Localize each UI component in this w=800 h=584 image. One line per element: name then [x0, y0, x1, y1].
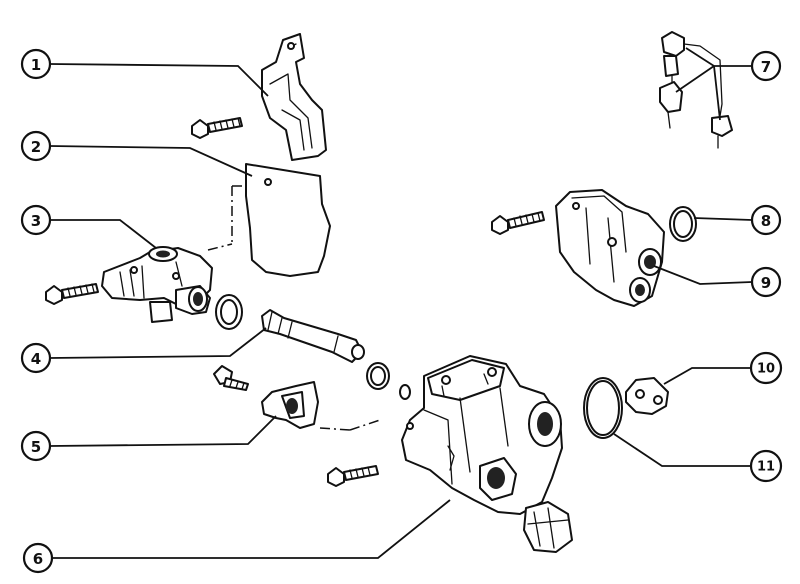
part-8-o-ring [669, 206, 697, 242]
callout-11-label: 11 [757, 460, 775, 475]
callout-4-label: 4 [31, 350, 41, 368]
part-4-pipe [261, 309, 365, 363]
bolt-upper-left [191, 117, 243, 139]
callout-5-label: 5 [31, 438, 41, 456]
callout-7-label: 7 [761, 58, 771, 76]
part-9-control-housing [555, 189, 665, 307]
part-3-valve-housing [101, 243, 233, 323]
part-2-gasket-plate [231, 163, 331, 277]
part-1-bracket [261, 33, 327, 161]
callout-8: 8 [750, 204, 782, 236]
callout-9: 9 [750, 266, 782, 298]
callout-2-label: 2 [31, 138, 41, 156]
callout-7: 7 [750, 50, 782, 82]
part-11-large-seal [583, 377, 623, 439]
seal-ring-middle [366, 362, 390, 390]
callout-5: 5 [20, 430, 52, 462]
callout-10-label: 10 [757, 362, 775, 377]
small-seal-ring [399, 384, 411, 400]
bolt-lower [327, 465, 379, 487]
callout-3: 3 [20, 204, 52, 236]
callout-1: 1 [20, 48, 52, 80]
callout-8-label: 8 [761, 212, 771, 230]
seal-ring-left [215, 294, 243, 330]
callout-9-label: 9 [761, 274, 771, 292]
callout-11: 11 [749, 449, 783, 483]
callout-3-label: 3 [31, 212, 41, 230]
part-6-pump [401, 355, 573, 553]
bolt-right [491, 211, 545, 235]
part-7-connectors [659, 31, 733, 149]
callout-6: 6 [22, 542, 54, 574]
callout-10: 10 [749, 351, 783, 385]
callout-2: 2 [20, 130, 52, 162]
callout-4: 4 [20, 342, 52, 374]
callout-1-label: 1 [31, 56, 41, 74]
leader-lines [49, 47, 753, 559]
part-5-clamp [261, 381, 381, 431]
part-10-flange [625, 377, 669, 415]
bolt-small-upper [213, 365, 249, 391]
bolt-left [45, 283, 99, 305]
callout-6-label: 6 [33, 550, 43, 568]
